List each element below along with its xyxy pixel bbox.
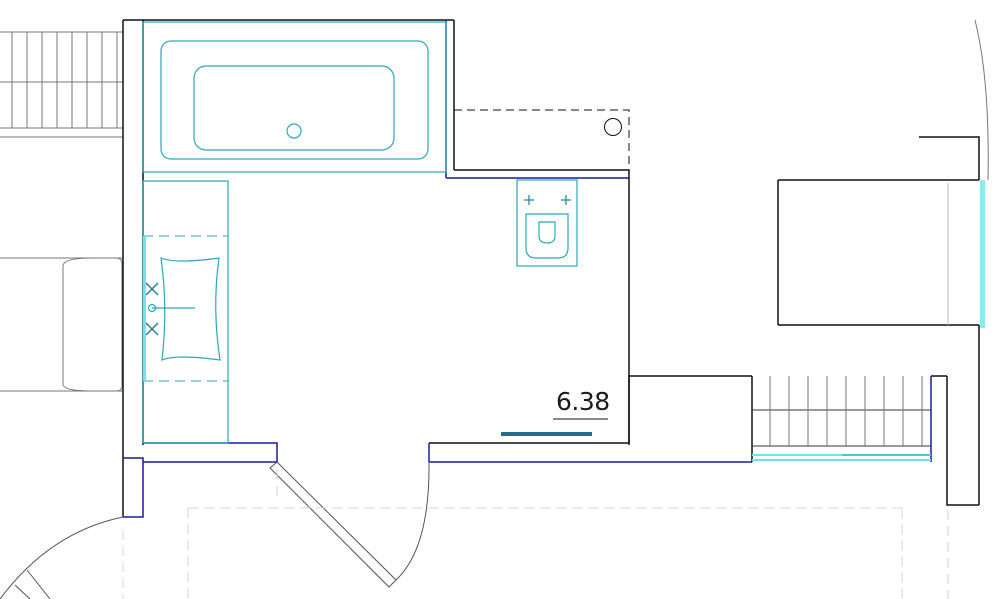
cabinet-outline bbox=[454, 109, 630, 178]
left-sofa bbox=[0, 257, 123, 392]
window-glazing bbox=[752, 180, 985, 461]
bathtub-icon bbox=[142, 21, 447, 173]
walls bbox=[122, 19, 989, 518]
right-stairs bbox=[752, 376, 931, 447]
room-area-label: 6.38 bbox=[556, 387, 610, 416]
left-stairs bbox=[0, 31, 123, 138]
sink-icon bbox=[142, 180, 229, 444]
toilet-icon bbox=[516, 179, 578, 267]
area-label-marks bbox=[501, 418, 608, 436]
hidden-lines bbox=[122, 470, 949, 599]
door-swing-icon bbox=[0, 461, 430, 599]
